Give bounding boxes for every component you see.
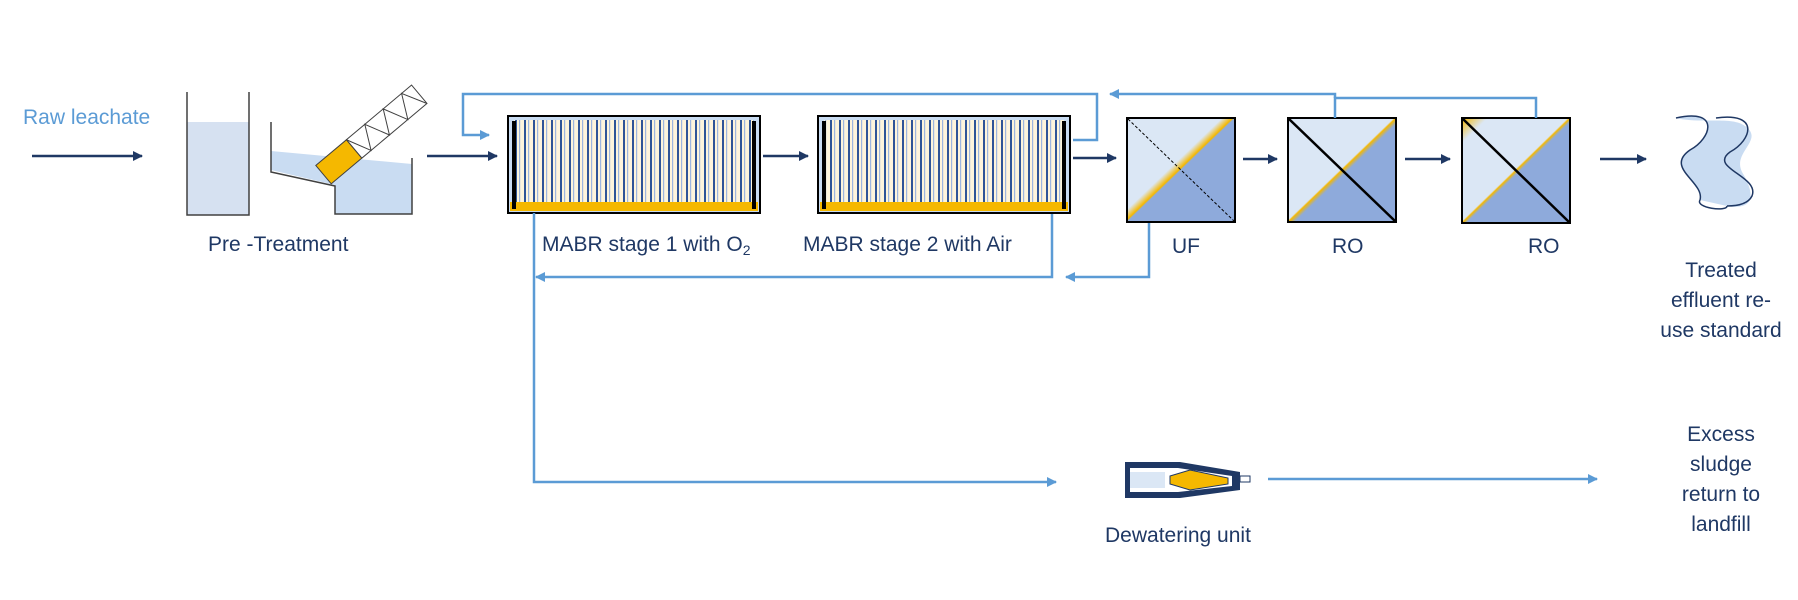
excess-sludge-label: Excess sludge return to landfill	[1681, 423, 1761, 536]
mabr2-return-line	[535, 214, 1054, 282]
mabr-reactor-icon	[817, 115, 1071, 214]
recycle-line-top	[461, 92, 1099, 142]
mabr1-label-text: MABR stage 1 with O	[542, 233, 743, 256]
mabr2-label: MABR stage 2 with Air	[803, 233, 1012, 256]
dewatering-label: Dewatering unit	[1105, 524, 1251, 547]
sludge-line	[532, 213, 1057, 487]
tank-icon	[186, 92, 250, 216]
ro1-label: RO	[1332, 235, 1364, 258]
ro-return-line	[1109, 89, 1337, 99]
ro-concentrate-line	[1333, 96, 1538, 118]
uf-return-line	[1065, 223, 1151, 282]
pretreatment-label: Pre -Treatment	[208, 233, 349, 256]
uf-label: UF	[1172, 235, 1200, 258]
treated-effluent-label: Treated effluent re-use standard	[1660, 259, 1782, 342]
membrane-module-icon	[1287, 117, 1397, 223]
mabr-reactor-icon	[507, 115, 761, 214]
dewatering-unit-icon	[1125, 462, 1251, 498]
raw-leachate-label: Raw leachate	[23, 106, 151, 129]
ro2-label: RO	[1528, 235, 1560, 258]
membrane-module-icon	[1126, 117, 1236, 223]
membrane-module-icon	[1461, 117, 1571, 224]
mabr1-label: MABR stage 1 with O2	[542, 233, 751, 258]
screw-screen-icon	[270, 84, 428, 215]
mabr1-label-subscript: 2	[742, 242, 751, 258]
treated-water-icon	[1675, 115, 1754, 210]
